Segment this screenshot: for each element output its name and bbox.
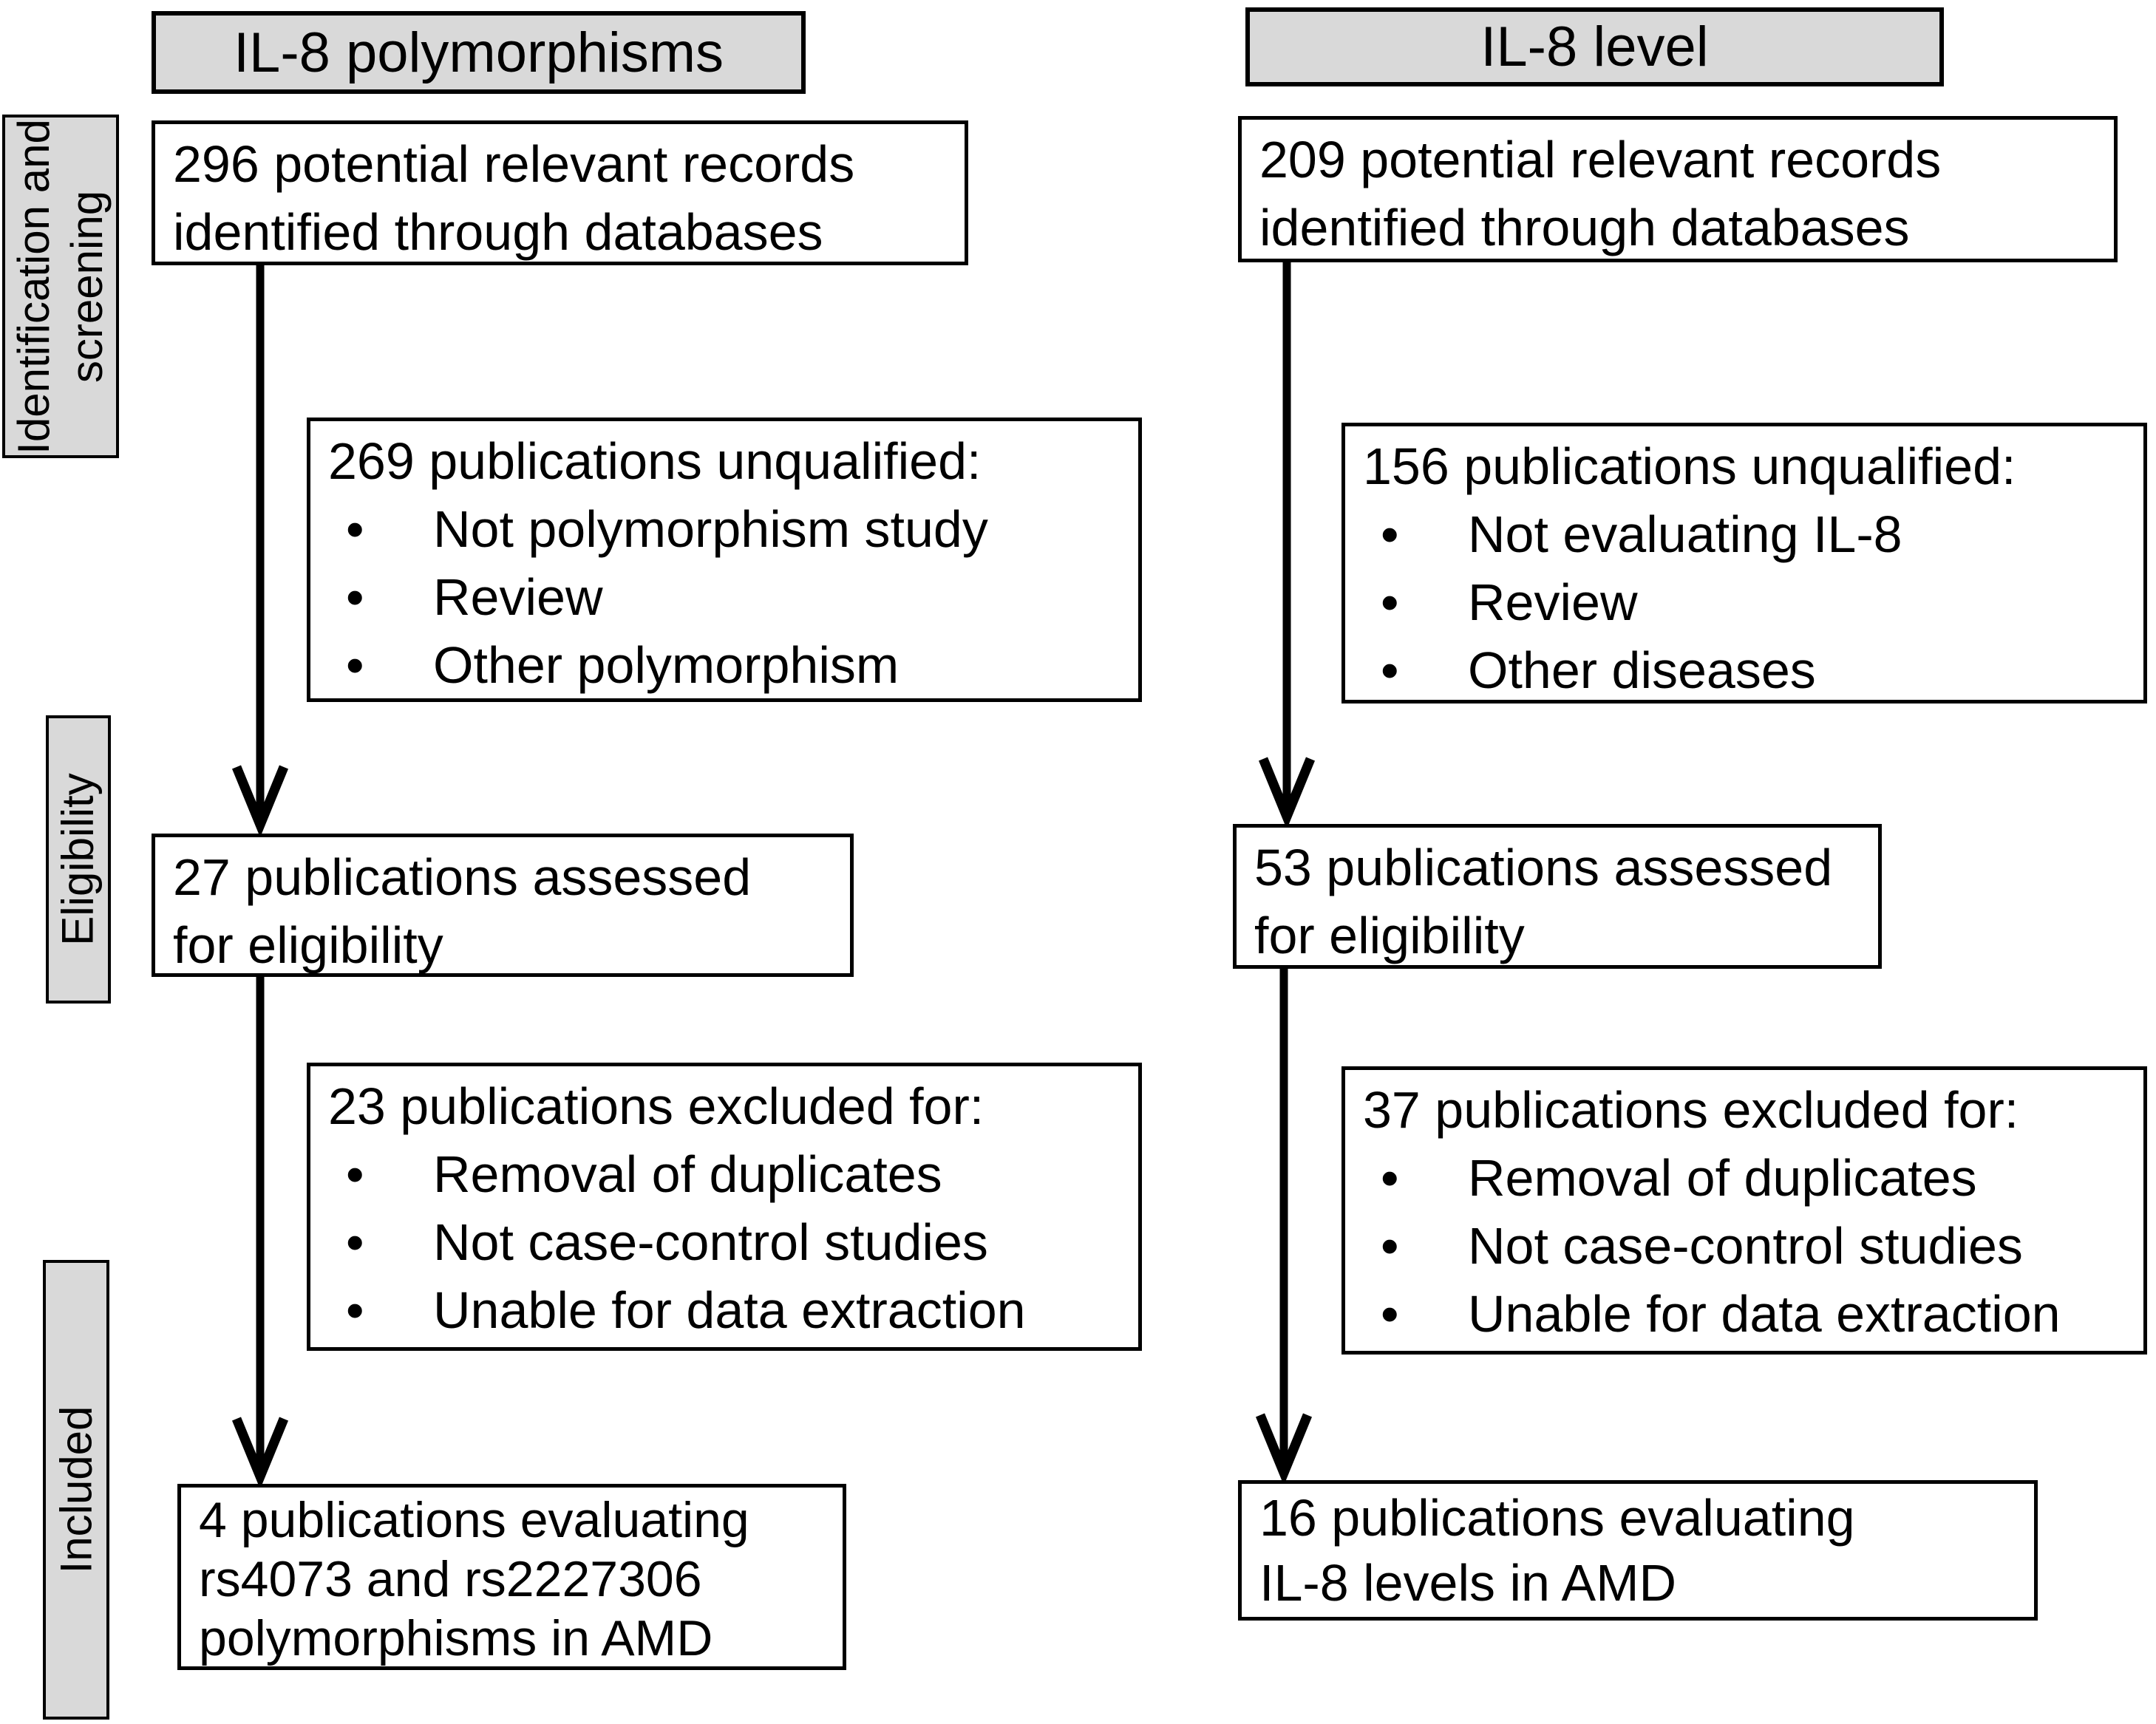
bullet-glyph: • [346,636,364,694]
bullet-text: Removal of duplicates [433,1145,942,1203]
text-line: identified through databases [173,203,823,261]
column-header-level-label: IL-8 level [1480,16,1709,78]
bullet-item: • Not evaluating IL-8 [1363,500,2130,568]
column-header-level: IL-8 level [1245,7,1944,86]
bullet-item: • Not case-control studies [328,1208,1125,1276]
text-line: 209 potential relevant records [1259,131,1942,188]
stage-label-line: Eligibility [53,773,103,946]
bullet-text: Removal of duplicates [1468,1149,1977,1207]
text-line: 53 publications assessed [1254,839,1833,896]
bullet-item: • Not case-control studies [1363,1212,2130,1280]
bullet-text: Unable for data extraction [433,1281,1026,1339]
stage-identification-screening-label: Identification and screening [7,119,114,454]
text-line: 27 publications assessed [173,848,752,906]
box-identified-polymorphisms: 296 potential relevant records identifie… [152,120,968,265]
bullet-glyph: • [1381,641,1399,699]
bullet-item: • Not polymorphism study [328,495,1125,563]
bullet-glyph: • [346,568,364,626]
text-line: for eligibility [1254,907,1525,964]
text-line: 156 publications unqualified: [1363,437,2016,495]
bullet-text: Other polymorphism [433,636,900,694]
text-line: 269 publications unqualified: [328,432,982,490]
bullet-text: Unable for data extraction [1468,1285,2061,1343]
text-line: 23 publications excluded for: [328,1077,985,1135]
text-line: polymorphisms in AMD [199,1610,713,1666]
box-excluded-polymorphisms: 23 publications excluded for: • Removal … [307,1063,1142,1351]
text-line: 4 publications evaluating [199,1492,749,1548]
bullet-item: • Unable for data extraction [1363,1280,2130,1348]
bullet-item: • Other diseases [1363,636,2130,704]
bullet-text: Not case-control studies [1468,1217,2023,1275]
bullet-item: • Review [1363,568,2130,636]
stage-included: Included [43,1260,109,1720]
box-identified-level: 209 potential relevant records identifie… [1238,116,2118,262]
stage-label-line: Identification and [9,118,59,454]
bullet-text: Not case-control studies [433,1213,988,1271]
text-line: rs4073 and rs2227306 [199,1551,702,1607]
bullet-glyph: • [346,1145,364,1203]
box-unqualified-level: 156 publications unqualified: • Not eval… [1341,423,2147,703]
bullet-glyph: • [1381,1285,1399,1343]
bullet-item: • Removal of duplicates [328,1140,1125,1208]
bullet-glyph: • [1381,1149,1399,1207]
column-header-polymorphisms: IL-8 polymorphisms [152,11,806,94]
bullet-item: • Removal of duplicates [1363,1144,2130,1212]
text-line: 16 publications evaluating [1259,1489,1855,1547]
stage-eligibility: Eligibility [46,715,111,1004]
bullet-glyph: • [346,500,364,558]
box-assessed-level: 53 publications assessed for eligibility [1233,824,1882,969]
text-line: for eligibility [173,916,443,974]
text-line: identified through databases [1259,199,1910,256]
arrow-level-to-assessed [1258,261,1316,830]
arrow-level-to-included [1255,967,1313,1486]
column-header-polymorphisms-label: IL-8 polymorphisms [233,21,724,84]
bullet-text: Review [1468,573,1638,631]
box-unqualified-polymorphisms: 269 publications unqualified: • Not poly… [307,418,1142,702]
box-excluded-level: 37 publications excluded for: • Removal … [1341,1066,2147,1355]
stage-identification-screening: Identification and screening [2,115,119,458]
bullet-text: Not evaluating IL-8 [1468,505,1902,563]
bullet-glyph: • [1381,505,1399,563]
box-included-polymorphisms: 4 publications evaluating rs4073 and rs2… [177,1484,846,1670]
bullet-text: Other diseases [1468,641,1816,699]
stage-label-line: screening [62,190,112,383]
box-assessed-polymorphisms: 27 publications assessed for eligibility [152,834,854,977]
text-line: IL-8 levels in AMD [1259,1554,1677,1612]
text-line: 37 publications excluded for: [1363,1081,2019,1139]
bullet-glyph: • [346,1281,364,1339]
bullet-item: • Review [328,563,1125,631]
bullet-text: Not polymorphism study [433,500,988,558]
stage-label-line: Included [51,1406,101,1574]
bullet-item: • Unable for data extraction [328,1276,1125,1344]
stage-included-label: Included [50,1406,103,1574]
arrow-polymorphisms-to-included [231,975,289,1490]
bullet-glyph: • [346,1213,364,1271]
bullet-item: • Other polymorphism [328,631,1125,699]
box-included-level: 16 publications evaluating IL-8 levels i… [1238,1480,2038,1621]
arrow-polymorphisms-to-assessed [231,264,289,838]
stage-eligibility-label: Eligibility [52,773,105,945]
bullet-glyph: • [1381,573,1399,631]
bullet-glyph: • [1381,1217,1399,1275]
bullet-text: Review [433,568,603,626]
text-line: 296 potential relevant records [173,135,855,193]
